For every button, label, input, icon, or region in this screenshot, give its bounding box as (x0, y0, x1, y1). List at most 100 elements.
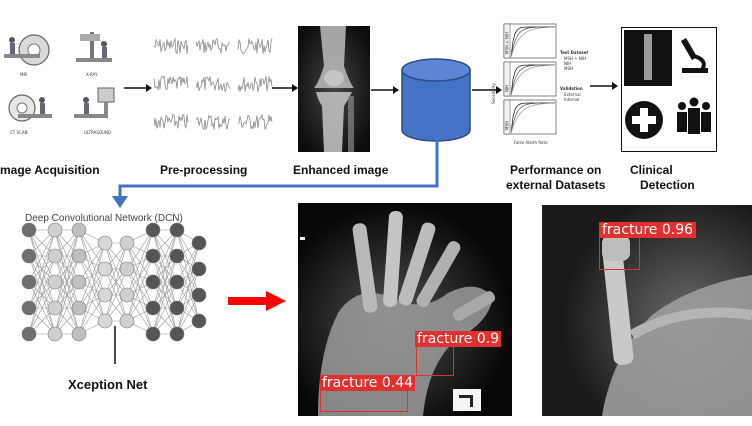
ct-scanner-icon (8, 94, 52, 122)
network-node (21, 326, 37, 342)
roc-panel: NIH (503, 61, 557, 97)
network-node (119, 313, 135, 329)
waveform-tile (195, 76, 231, 93)
modality-label-xray: X-RAY (86, 72, 98, 77)
network-node (169, 222, 185, 238)
network-node (97, 287, 113, 303)
waveform-tile (237, 76, 273, 92)
network-node (21, 274, 37, 290)
modality-label-ultrasound: ULTRASOUND (84, 130, 111, 135)
roc-curve (510, 102, 555, 134)
network-node (97, 261, 113, 277)
modality-label-mri: MRI (20, 72, 27, 77)
network-node (169, 326, 185, 342)
xray-machine-icon (76, 32, 112, 62)
network-node (145, 222, 161, 238)
detection-label: fracture 0.96 (599, 222, 697, 238)
network-title: Deep Convolutional Network (DCN) (25, 213, 183, 224)
stage-label-clinical: Clinical Detection (626, 163, 695, 193)
roc-legend-item: MSH + NIH (564, 56, 586, 61)
detection-box (320, 390, 408, 412)
network-node (21, 248, 37, 264)
medical-cross-icon (625, 101, 663, 139)
roc-panel-label: NIH (505, 85, 510, 92)
roc-panel-label: MSH (505, 121, 510, 130)
network-node (71, 300, 87, 316)
medical-team-icon (677, 97, 711, 134)
red-arrow (228, 291, 286, 311)
network-node (47, 248, 63, 264)
roc-y-axis-label: Sensitivity (491, 83, 496, 104)
stage-label-clinical-line2: Detection (640, 178, 695, 192)
network-node (191, 235, 207, 251)
network-node (71, 274, 87, 290)
roc-panel: MSH (503, 99, 557, 135)
network-node (191, 287, 207, 303)
network-node (119, 235, 135, 251)
database-cylinder-icon (401, 58, 471, 142)
network-name: Xception Net (68, 377, 148, 392)
network-node (71, 248, 87, 264)
flow-connector-blue (112, 140, 439, 208)
roc-panel-label: MSH + NIH (505, 32, 510, 54)
network-node (191, 313, 207, 329)
network-node (119, 261, 135, 277)
network-node (119, 287, 135, 303)
modality-label-ct: CT SCAN (10, 130, 28, 135)
roc-x-axis-label: False Alarm Rate (514, 140, 548, 145)
roc-validation-item: Internal (564, 97, 579, 102)
clinical-collage (621, 27, 717, 152)
roc-curve (510, 26, 555, 58)
waveform-tile (237, 113, 273, 130)
stage-label-performance-line2: external Datasets (506, 178, 606, 192)
network-node (169, 300, 185, 316)
roc-legend-item: MSH (564, 66, 573, 71)
roc-validation-title: Validation (560, 86, 583, 91)
enhanced-knee-xray (298, 26, 370, 152)
detection-box (599, 236, 640, 270)
performance-roc-chart: Sensitivity False Alarm Rate Test Datase… (490, 20, 590, 148)
waveform-tile (195, 114, 231, 131)
stage-label-performance: Performance on external Datasets (506, 163, 605, 193)
microscope-icon (680, 37, 708, 73)
acquisition-montage: MRI X-RAY CT SCAN ULTRASOUND (0, 28, 122, 150)
detection-box (416, 346, 454, 376)
waveform-tile (153, 75, 189, 91)
network-pointer-line (114, 326, 116, 364)
stage-label-preprocessing: Pre-processing (160, 163, 248, 177)
network-node (145, 300, 161, 316)
network-node (47, 300, 63, 316)
stage-label-performance-line1: Performance on (510, 163, 602, 177)
roc-legend-item: NIH (564, 61, 571, 66)
network-node (71, 222, 87, 238)
flow-arrow-3 (371, 86, 399, 94)
network-node (47, 326, 63, 342)
ultrasound-icon (74, 87, 115, 118)
network-node (47, 222, 63, 238)
network-node (21, 222, 37, 238)
waveform-tile (195, 38, 231, 54)
network-node (71, 326, 87, 342)
roc-validation-item: External (564, 92, 581, 97)
detection-label: fracture 0.44 (320, 375, 416, 391)
flow-arrow-5 (590, 82, 618, 90)
network-node (169, 274, 185, 290)
roc-curve (510, 102, 556, 134)
stage-label-acquisition: mage Acquisition (0, 163, 100, 177)
flow-arrow-2 (272, 84, 298, 92)
flow-arrow-4 (472, 86, 502, 94)
waveform-tile (153, 37, 189, 55)
stage-label-clinical-line1: Clinical (630, 163, 673, 177)
roc-legend-title: Test Dataset (560, 50, 588, 55)
network-node (145, 248, 161, 264)
waveform-tile (153, 113, 189, 130)
network-node (21, 300, 37, 316)
network-node (97, 235, 113, 251)
network-node (145, 274, 161, 290)
network-node (169, 248, 185, 264)
flow-arrow-1 (124, 84, 152, 92)
roc-curve (510, 64, 555, 96)
hand-xray-detection: fracture 0.9 fracture 0.44 (298, 203, 512, 416)
detection-label: fracture 0.9 (415, 331, 502, 347)
network-node (191, 261, 207, 277)
